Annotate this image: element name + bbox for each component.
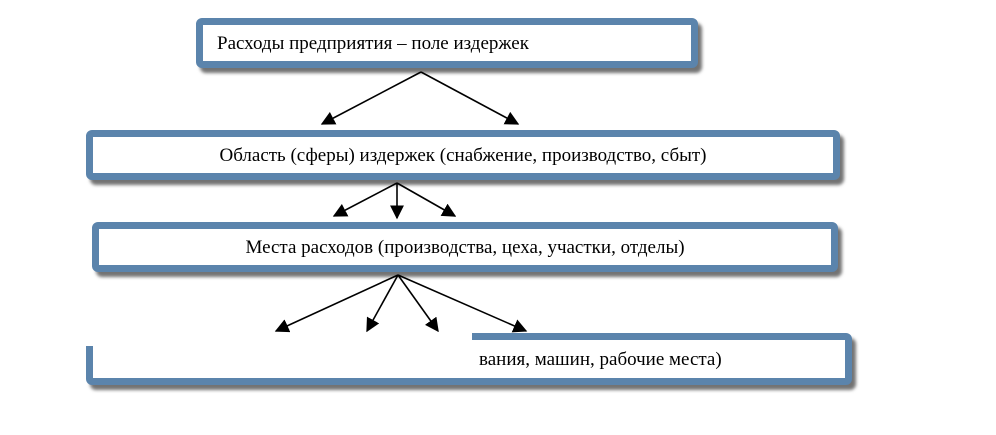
box-label: вания, машин, рабочие места) (479, 348, 722, 370)
connector-arrow (397, 274, 439, 333)
box-label: Расходы предприятия – поле издержек (217, 32, 529, 54)
diagram-box-enterprise-costs: Расходы предприятия – поле издержек (196, 18, 698, 68)
connector-arrow (320, 71, 422, 125)
box-label: Область (сферы) издержек (снабжение, про… (219, 144, 707, 166)
diagram-box-cost-areas: Область (сферы) издержек (снабжение, про… (86, 130, 840, 180)
connector-arrow (274, 274, 399, 333)
obscured-region (82, 328, 472, 346)
connector-arrow (332, 182, 398, 217)
connector-arrow (366, 274, 399, 333)
connector-arrow (420, 71, 520, 125)
box-label: Места расходов (производства, цеха, учас… (245, 236, 685, 258)
connector-arrow (396, 182, 457, 217)
diagram-box-cost-places: Места расходов (производства, цеха, учас… (92, 222, 838, 272)
connector-arrow (397, 274, 528, 333)
